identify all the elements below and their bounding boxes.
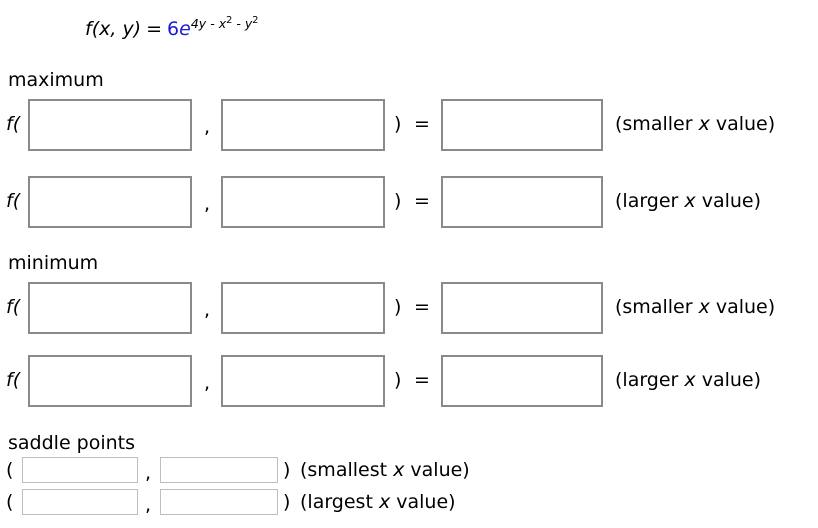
maximum-2-y-input[interactable] — [221, 176, 385, 228]
close-paren: ) — [394, 369, 402, 391]
equals-sign: = — [414, 296, 430, 318]
saddle-row-smallest-x: ( , ) (smallest x value) — [0, 457, 818, 487]
comma-separator: , — [204, 116, 211, 138]
saddle-1-y-input[interactable] — [160, 457, 278, 483]
row-lead-label: f( — [6, 113, 21, 135]
section-heading-saddle-points: saddle points — [8, 432, 136, 454]
section-heading-maximum: maximum — [8, 69, 104, 91]
comma-separator: , — [204, 193, 211, 215]
saddle-1-x-input[interactable] — [22, 457, 138, 483]
close-paren: ) — [283, 459, 291, 481]
open-paren: ( — [6, 459, 14, 481]
minimum-1-y-input[interactable] — [221, 282, 385, 334]
exponent-part-2: - y — [232, 15, 253, 31]
maximum-2-note: (larger x value) — [615, 190, 762, 212]
minimum-row-larger-x: f( , ) = (larger x value) — [0, 355, 818, 409]
function-definition: f(x, y)=6e4y - x2 - y2 — [85, 15, 258, 40]
minimum-2-note: (larger x value) — [615, 369, 762, 391]
row-lead-label: f( — [6, 296, 21, 318]
saddle-2-x-input[interactable] — [22, 489, 138, 515]
maximum-row-smaller-x: f( , ) = (smaller x value) — [0, 99, 818, 153]
minimum-2-x-input[interactable] — [28, 355, 192, 407]
minimum-1-note: (smaller x value) — [615, 296, 776, 318]
equals-sign: = — [414, 369, 430, 391]
close-paren: ) — [394, 296, 402, 318]
saddle-1-note: (smallest x value) — [300, 459, 470, 481]
equals-sign: = — [414, 190, 430, 212]
equals-sign: = — [414, 113, 430, 135]
maximum-1-y-input[interactable] — [221, 99, 385, 151]
minimum-1-x-input[interactable] — [28, 282, 192, 334]
comma-separator: , — [145, 494, 152, 516]
close-paren: ) — [394, 190, 402, 212]
row-lead-label: f( — [6, 190, 21, 212]
comma-separator: , — [145, 462, 152, 484]
maximum-2-value-input[interactable] — [441, 176, 603, 228]
minimum-1-value-input[interactable] — [441, 282, 603, 334]
maximum-1-value-input[interactable] — [441, 99, 603, 151]
close-paren: ) — [394, 113, 402, 135]
comma-separator: , — [204, 372, 211, 394]
minimum-2-y-input[interactable] — [221, 355, 385, 407]
comma-separator: , — [204, 299, 211, 321]
exponent-power-1: 2 — [226, 14, 233, 26]
saddle-row-largest-x: ( , ) (largest x value) — [0, 489, 818, 519]
function-arguments: (x, y) — [91, 18, 142, 40]
exponent-part-1: 4y - x — [190, 15, 227, 31]
exponent-power-2: 2 — [252, 14, 259, 26]
maximum-row-larger-x: f( , ) = (larger x value) — [0, 176, 818, 230]
minimum-row-smaller-x: f( , ) = (smaller x value) — [0, 282, 818, 336]
maximum-1-note: (smaller x value) — [615, 113, 776, 135]
saddle-2-y-input[interactable] — [160, 489, 278, 515]
saddle-2-note: (largest x value) — [300, 491, 456, 513]
maximum-2-x-input[interactable] — [28, 176, 192, 228]
exponent-expression: 4y - x2 - y2 — [190, 14, 259, 31]
close-paren: ) — [283, 491, 291, 513]
row-lead-label: f( — [6, 369, 21, 391]
coefficient: 6 — [167, 18, 180, 40]
open-paren: ( — [6, 491, 14, 513]
exponential-base: e — [179, 18, 191, 40]
function-name: f — [85, 18, 92, 40]
equals-sign: = — [146, 18, 163, 40]
minimum-2-value-input[interactable] — [441, 355, 603, 407]
section-heading-minimum: minimum — [8, 252, 99, 274]
maximum-1-x-input[interactable] — [28, 99, 192, 151]
